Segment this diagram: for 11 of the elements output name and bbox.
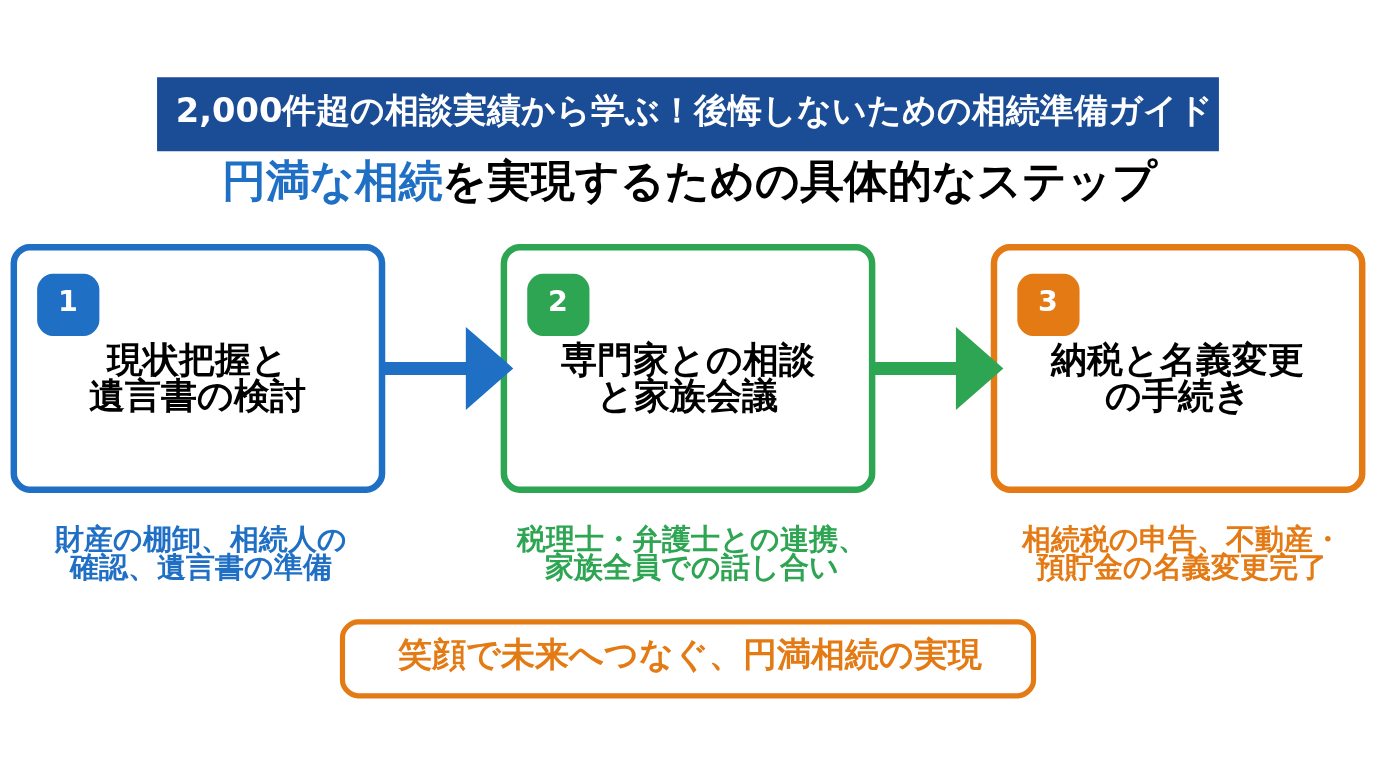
node-box: 3 納税と名義変更の手続き bbox=[990, 244, 1366, 493]
node-box: 1 現状把握と遺言書の検討 bbox=[10, 244, 386, 493]
arrow bbox=[872, 326, 1004, 410]
arrow bbox=[382, 326, 514, 410]
node-box: 2 専門家との相談と家族会議 bbox=[500, 244, 876, 493]
label: 円満な相続を実現するための具体的なステップ bbox=[221, 154, 1158, 206]
node-box: 笑顔で未来へつなぐ、円満相続の実現 bbox=[339, 619, 1037, 699]
node-label: 相続税の申告、不動産・預貯金の名義変更完了 bbox=[1021, 522, 1342, 585]
node-label: 財産の棚卸、相続人の確認、遺言書の準備 bbox=[55, 522, 348, 585]
diagram-title: 2,000件超の相談実績から学ぶ！後悔しないための相続準備ガイド bbox=[175, 90, 1214, 130]
node-label: 税理士・弁護士との連携、家族全員での話し合い bbox=[517, 522, 868, 585]
